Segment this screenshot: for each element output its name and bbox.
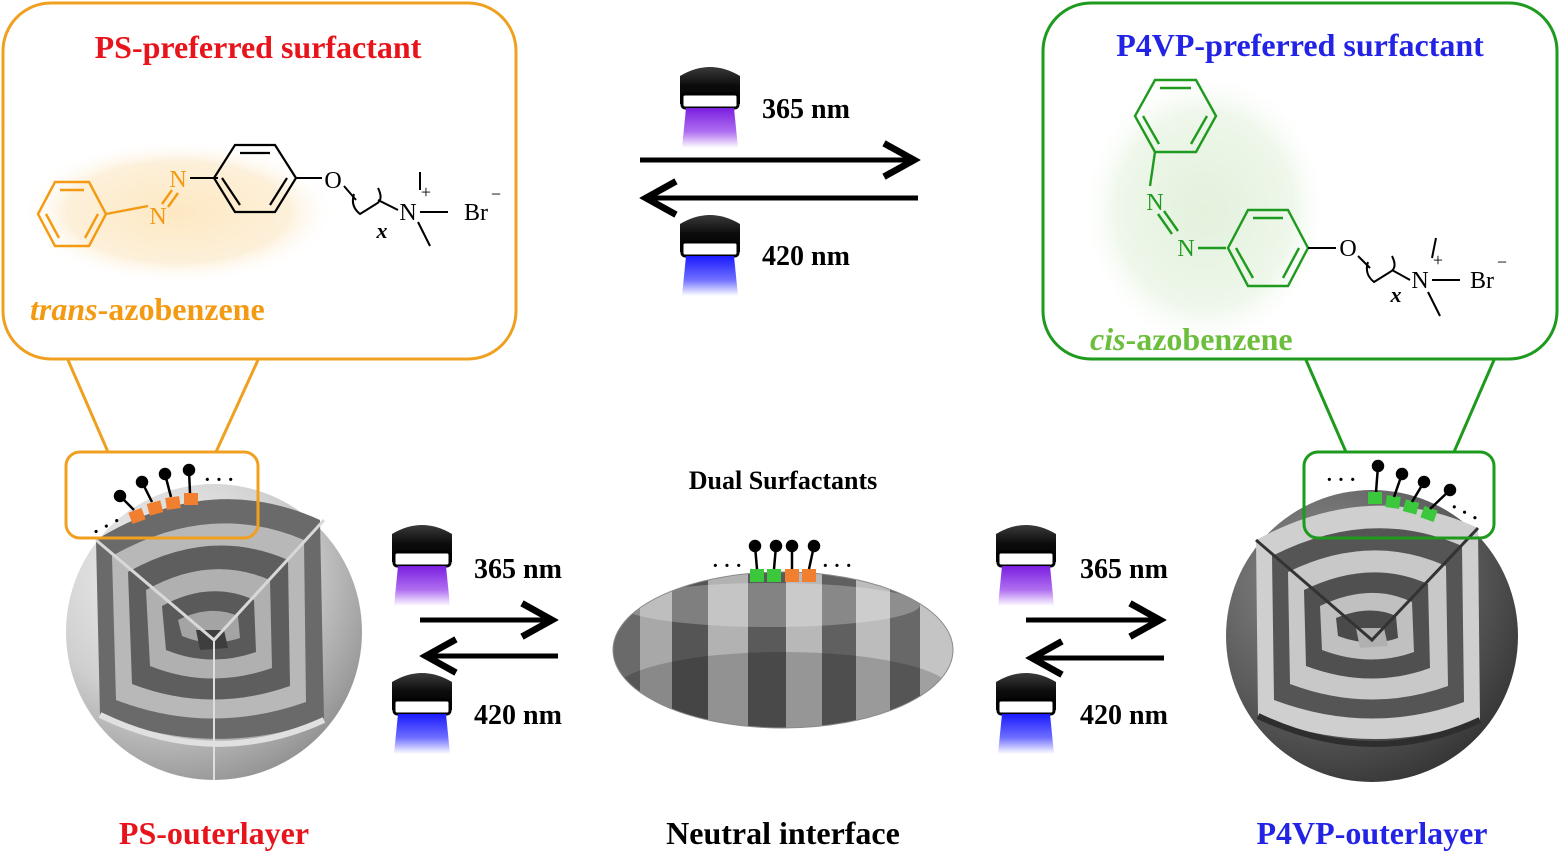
ps-surfactant-title: PS-preferred surfactant bbox=[95, 29, 422, 65]
uv-lamp-365-top bbox=[680, 67, 740, 148]
neutral-interface-label: Neutral interface bbox=[666, 815, 900, 851]
ps-zoom-line-right bbox=[214, 359, 260, 453]
left-forward-wavelength: 365 nm bbox=[474, 554, 562, 585]
trans-azo-bond-2 bbox=[167, 192, 179, 208]
cis-aryl-ring bbox=[1226, 208, 1310, 288]
trans-charge-minus: − bbox=[491, 184, 501, 204]
trans-phenyl-ring bbox=[36, 180, 108, 248]
p4vp-zoom-box bbox=[1302, 450, 1496, 540]
ps-surfactant-panel: PS-preferred surfactant N N O x N + bbox=[1, 1, 518, 361]
p4vp-surfactant-panel: P4VP-preferred surfactant N N O x N + Br bbox=[1041, 1, 1559, 361]
center-surfactant-tails bbox=[748, 539, 821, 570]
p4vp-surfactant-tails bbox=[1371, 459, 1457, 510]
trans-glow bbox=[20, 140, 336, 284]
vis-lamp-420-left bbox=[392, 673, 452, 754]
cis-atom-n-plus: N bbox=[1411, 268, 1428, 294]
trans-alkyl-chain bbox=[343, 185, 382, 216]
ps-surfactant-tails bbox=[113, 463, 196, 511]
p4vp-surfactant-heads bbox=[1368, 492, 1438, 523]
left-reverse-wavelength: 420 nm bbox=[474, 700, 562, 731]
top-switch: 365 nm 420 nm bbox=[640, 67, 918, 296]
uv-lamp-365-left bbox=[392, 525, 452, 606]
trans-atom-o: O bbox=[324, 168, 341, 194]
ps-outerlayer-sphere bbox=[66, 484, 362, 780]
ps-zoom-dots-right: · · · bbox=[204, 469, 234, 491]
vis-lamp-420-right bbox=[996, 673, 1056, 754]
trans-atom-n1: N bbox=[149, 204, 166, 230]
right-switch: 365 nm 420 nm bbox=[996, 525, 1168, 754]
ps-surfactant-heads bbox=[128, 493, 198, 525]
cis-alkyl-chain bbox=[1357, 255, 1396, 284]
trans-atom-n2: N bbox=[169, 167, 186, 193]
trans-subscript-x: x bbox=[376, 218, 388, 243]
trans-azo-bond bbox=[161, 189, 173, 205]
p4vp-outerlayer-label: P4VP-outerlayer bbox=[1256, 815, 1487, 851]
cis-glow bbox=[1080, 70, 1330, 350]
trans-azobenzene-label: trans-azobenzene bbox=[30, 291, 265, 327]
p4vp-outerlayer-sphere bbox=[1226, 490, 1518, 782]
cis-atom-n1: N bbox=[1146, 190, 1163, 216]
cis-label-italic: cis bbox=[1090, 321, 1126, 357]
cis-atom-n2: N bbox=[1177, 236, 1194, 262]
top-reverse-wavelength: 420 nm bbox=[762, 241, 850, 272]
neutral-interface-ellipsoid: Dual Surfactants · · · · · · bbox=[612, 466, 954, 729]
cis-label-rest: -azobenzene bbox=[1126, 321, 1293, 357]
trans-bond bbox=[105, 204, 149, 216]
cis-counterion: Br bbox=[1470, 268, 1494, 294]
trans-counterion: Br bbox=[464, 200, 488, 226]
cis-charge-plus: + bbox=[1433, 250, 1443, 270]
center-dots-left: · · · bbox=[712, 555, 742, 577]
right-forward-wavelength: 365 nm bbox=[1080, 554, 1168, 585]
trans-aryl-ring bbox=[212, 143, 298, 214]
trans-atom-n-plus: N bbox=[399, 200, 416, 226]
cis-atom-o: O bbox=[1339, 236, 1356, 262]
dual-surfactants-label: Dual Surfactants bbox=[689, 466, 878, 495]
uv-lamp-365-right bbox=[996, 525, 1056, 606]
trans-charge-plus: + bbox=[421, 182, 431, 202]
cis-charge-minus: − bbox=[1497, 252, 1507, 272]
trans-label-rest: -azobenzene bbox=[98, 291, 265, 327]
ps-zoom-box bbox=[64, 450, 260, 540]
center-dots-right: · · · bbox=[822, 555, 852, 577]
trans-label-italic: trans bbox=[30, 291, 98, 327]
cis-phenyl-ring bbox=[1133, 78, 1218, 154]
ps-zoom-line-left bbox=[66, 359, 110, 453]
p4vp-zoom-line-left bbox=[1304, 359, 1348, 453]
cis-azobenzene-label: cis-azobenzene bbox=[1090, 321, 1293, 357]
top-forward-wavelength: 365 nm bbox=[762, 94, 850, 125]
ps-surface-zoom: · · · · · · bbox=[64, 450, 260, 543]
p4vp-surfactant-title: P4VP-preferred surfactant bbox=[1116, 27, 1484, 63]
p4vp-zoom-dots-left: · · · bbox=[1326, 469, 1356, 491]
vis-lamp-420-top bbox=[680, 215, 740, 296]
cis-subscript-x: x bbox=[1390, 282, 1402, 307]
ps-outerlayer-label: PS-outerlayer bbox=[119, 815, 309, 851]
left-switch: 365 nm 420 nm bbox=[392, 525, 562, 754]
right-reverse-wavelength: 420 nm bbox=[1080, 700, 1168, 731]
p4vp-zoom-line-right bbox=[1452, 359, 1496, 453]
center-surfactant-heads bbox=[750, 569, 816, 582]
